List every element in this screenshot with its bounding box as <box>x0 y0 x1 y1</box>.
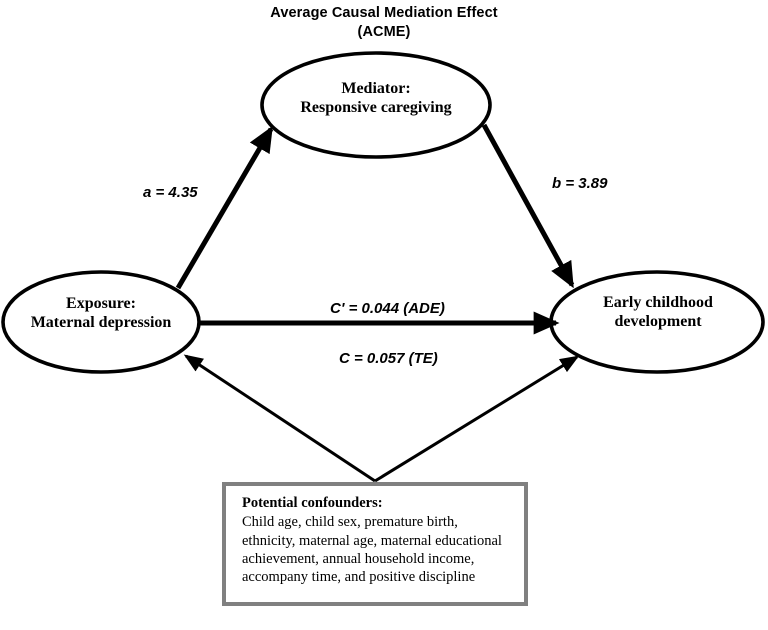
chart-title-line-1: Average Causal Mediation Effect <box>270 5 498 21</box>
path-b-arrow <box>481 123 575 289</box>
node-outcome-ellipse <box>549 270 765 374</box>
path-a-label: a = 4.35 <box>143 184 198 201</box>
path-a-arrow <box>175 125 274 290</box>
node-mediator-ellipse <box>260 51 492 159</box>
confounder-to-exposure-arrow <box>183 354 376 483</box>
confounder-to-outcome-arrow <box>374 355 580 483</box>
chart-title: Average Causal Mediation Effect (ACME) <box>0 4 768 42</box>
potential-confounders-content: Potential confounders: Child age, child … <box>226 486 524 590</box>
potential-confounders-box: Potential confounders: Child age, child … <box>222 482 528 606</box>
path-b-label: b = 3.89 <box>552 175 608 192</box>
path-c-prime-label: C' = 0.044 (ADE) <box>330 300 445 317</box>
node-exposure-ellipse <box>1 270 201 374</box>
potential-confounders-heading: Potential confounders: <box>242 495 383 511</box>
chart-title-line-2: (ACME) <box>357 24 411 41</box>
path-c-total-label: C = 0.057 (TE) <box>339 350 438 367</box>
potential-confounders-text: Child age, child sex, premature birth, e… <box>242 514 502 586</box>
